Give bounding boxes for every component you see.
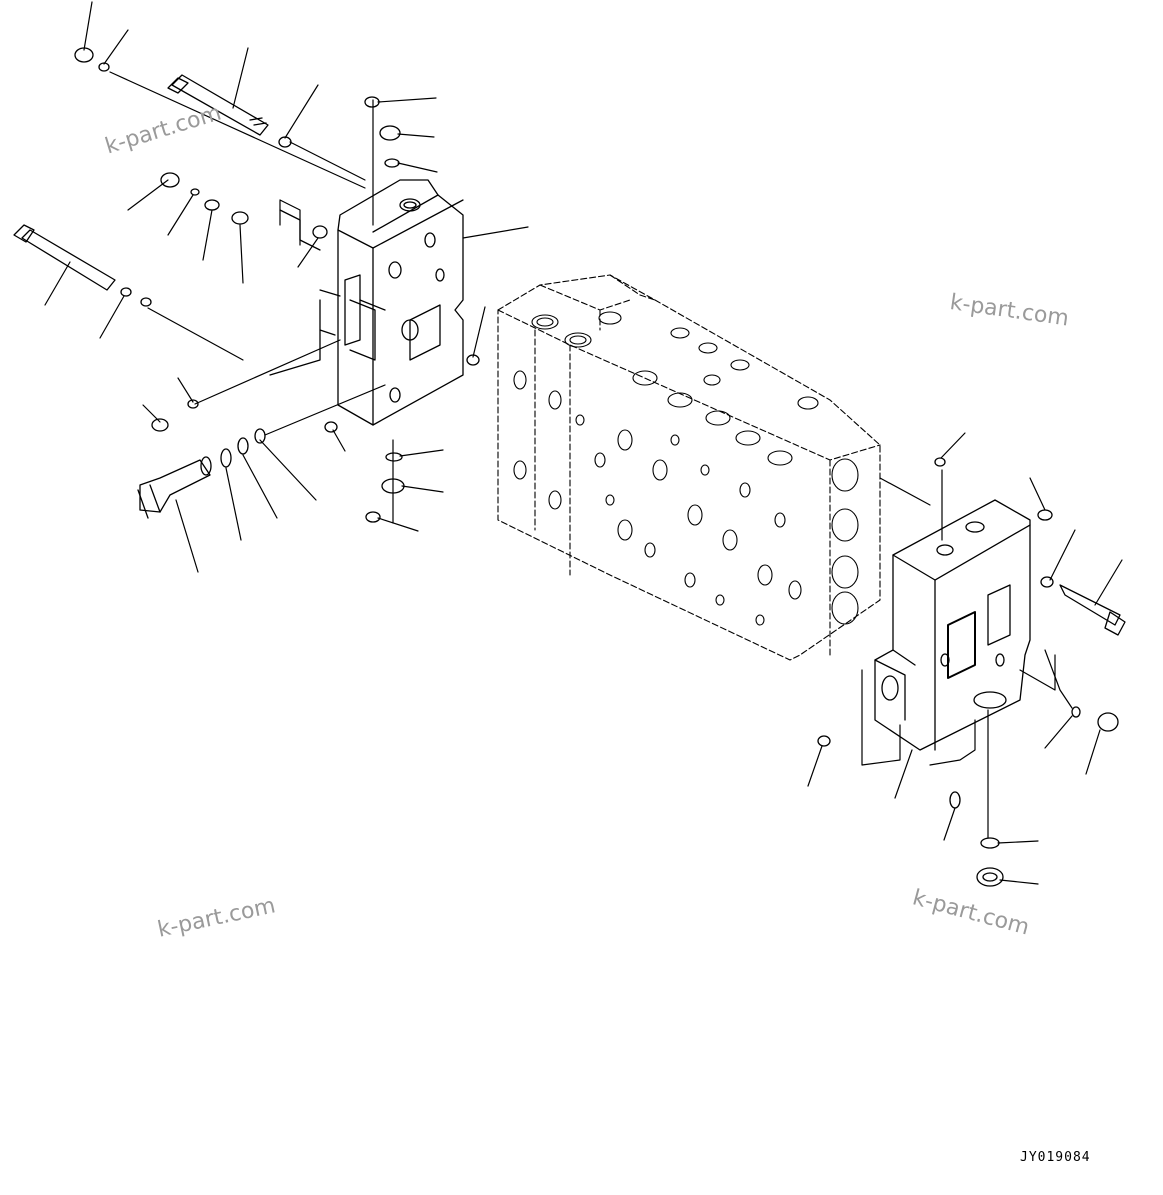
spool-assembly [137, 456, 212, 519]
right-valve-section [874, 499, 1031, 751]
bolt-right [1059, 584, 1126, 636]
leader-lines [44, 1, 1123, 885]
drawing-code: JY019084 [1020, 1150, 1091, 1165]
bolt-middle [13, 224, 116, 291]
bolt-top [167, 74, 269, 136]
main-valve-body [497, 274, 881, 661]
small-fittings [74, 47, 1119, 887]
main-valve-ports [513, 311, 859, 626]
left-valve-section [269, 179, 464, 426]
